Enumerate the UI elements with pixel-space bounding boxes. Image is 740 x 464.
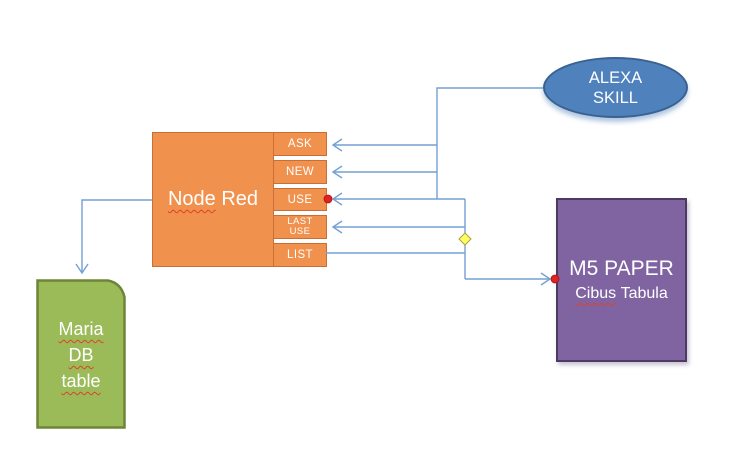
- node-red-port-ask[interactable]: ASK: [273, 132, 327, 156]
- connector-node-red-to-mariadb[interactable]: [81, 199, 152, 272]
- alexa-skill-line2: SKILL: [593, 88, 638, 107]
- connector-alexa-to-node-red[interactable]: [436, 87, 543, 199]
- m5-paper-subtitle-word1: Cibus: [575, 285, 617, 302]
- port-use-label: USE: [287, 193, 313, 206]
- maria-db-line2: DB: [68, 345, 94, 365]
- use-arrowhead-icon: [331, 192, 343, 206]
- port-last-use-label: LAST USE: [287, 215, 313, 237]
- red-endpoint-dot-icon[interactable]: [323, 194, 333, 204]
- maria-db-document-shape[interactable]: [36, 279, 126, 429]
- yellow-diamond-handle-icon[interactable]: [458, 232, 472, 246]
- ask-arrowhead-icon: [331, 138, 343, 152]
- red-endpoint-dot-icon[interactable]: [550, 274, 560, 284]
- port-ask-label: ASK: [287, 138, 313, 150]
- new-arrowhead-icon: [331, 165, 343, 179]
- maria-db-label: Maria DB table: [34, 316, 128, 394]
- maria-db-line3: table: [61, 371, 101, 391]
- m5-arrowhead-icon: [540, 272, 552, 286]
- node-red-port-list[interactable]: LIST: [273, 243, 327, 267]
- alexa-skill-ellipse[interactable]: ALEXA SKILL: [543, 57, 688, 118]
- m5-paper-title: M5 PAPER: [569, 257, 674, 280]
- port-new-label: NEW: [285, 166, 315, 178]
- port-list-label: LIST: [287, 249, 313, 261]
- last-use-arrowhead-icon: [331, 220, 343, 234]
- m5-paper-subtitle-word2: Tabula: [620, 285, 668, 302]
- node-red-label-word1: Node: [167, 188, 216, 210]
- alexa-skill-line1: ALEXA: [588, 68, 643, 87]
- maria-db-line1: Maria: [58, 319, 104, 339]
- node-red-port-last-use[interactable]: LAST USE: [273, 215, 327, 239]
- node-red-port-new[interactable]: NEW: [273, 160, 327, 184]
- mariadb-arrowhead-icon: [75, 263, 89, 275]
- node-red-label-word2: Red: [221, 188, 259, 210]
